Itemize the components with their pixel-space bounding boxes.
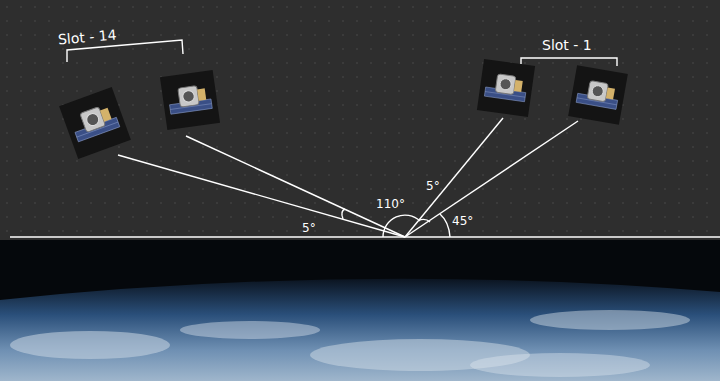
slot-label: Slot - 1 (542, 38, 592, 53)
angle-label: 5° (302, 222, 316, 235)
angle-label: 5° (426, 180, 440, 193)
angle-label: 110° (376, 198, 405, 211)
angle-label: 45° (452, 215, 473, 228)
